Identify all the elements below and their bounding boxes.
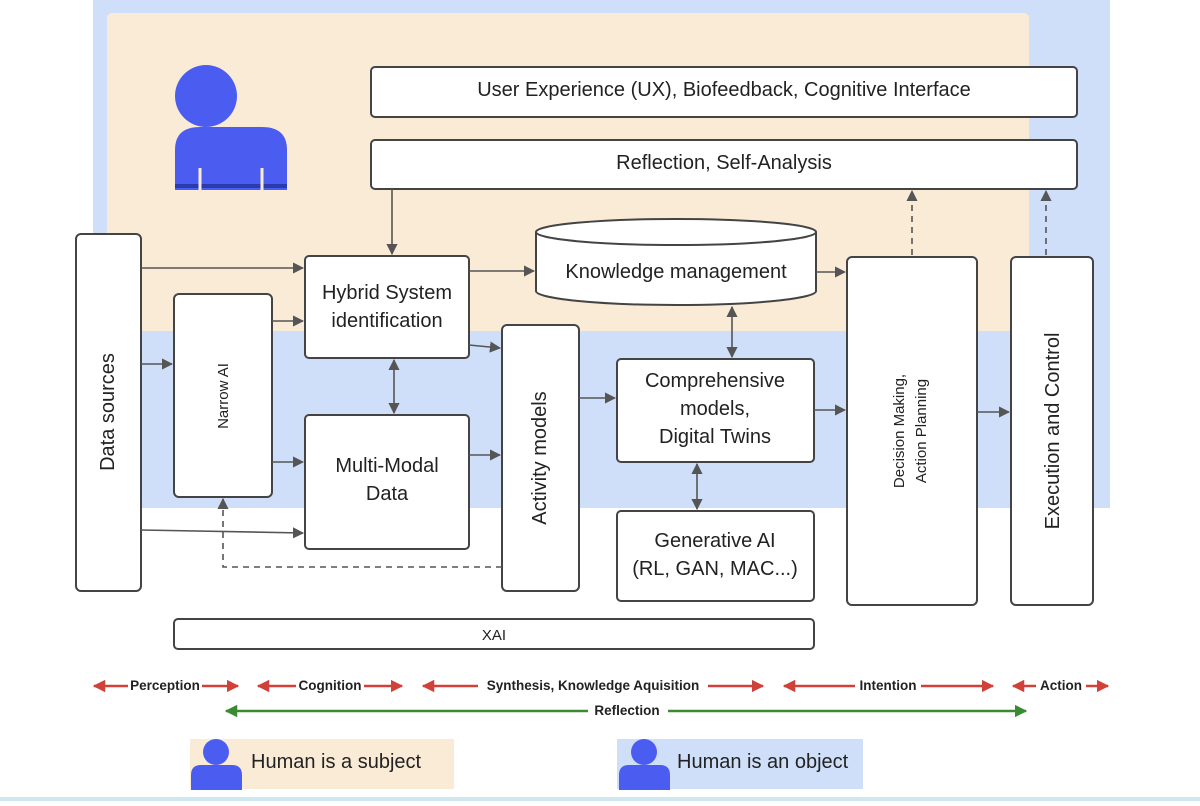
multimodal-label-line1: Multi-Modal xyxy=(335,455,438,477)
hybrid-label-line2: identification xyxy=(331,310,442,332)
connectors xyxy=(140,189,1052,568)
stage-label-perception: Perception xyxy=(130,678,200,693)
stage-label-reflection: Reflection xyxy=(594,703,659,718)
bottom-accent-line xyxy=(0,797,1200,801)
execution-label: Execution and Control xyxy=(1042,333,1064,530)
arrow-datasources-to-multimodal xyxy=(140,527,305,539)
decision-label-line1: Decision Making, xyxy=(891,374,908,488)
data-sources-label: Data sources xyxy=(97,353,119,471)
execution-control-box: Execution and Control xyxy=(1010,256,1094,606)
hybrid-label-line1: Hybrid System xyxy=(322,282,452,304)
data-sources-box: Data sources xyxy=(75,233,142,592)
comprehensive-label-line1: Comprehensive xyxy=(645,370,785,392)
generative-ai-box: Generative AI (RL, GAN, MAC...) xyxy=(616,510,815,602)
decision-making-box: Decision Making, Action Planning xyxy=(846,256,978,606)
activity-models-box: Activity models xyxy=(501,324,580,592)
stage-arrows: Perception Cognition Synthesis, Knowledg… xyxy=(92,678,1110,719)
human-subject-icon xyxy=(175,65,287,190)
legend-subject: Human is a subject xyxy=(190,739,454,790)
multimodal-label-line2: Data xyxy=(366,483,409,505)
legend-object: Human is an object xyxy=(617,739,863,790)
hybrid-system-box: Hybrid System identification xyxy=(304,255,470,359)
decision-label-line2: Action Planning xyxy=(913,379,930,483)
reflection-box-label: Reflection, Self-Analysis xyxy=(616,152,832,174)
legend-object-human-icon xyxy=(619,739,670,790)
legend-subject-label: Human is a subject xyxy=(251,751,422,773)
generative-label-line2: (RL, GAN, MAC...) xyxy=(632,558,798,580)
narrow-ai-box: Narrow AI xyxy=(173,293,273,498)
arrow-hybrid-to-activity xyxy=(468,341,502,353)
stage-label-action: Action xyxy=(1040,678,1082,693)
legend-subject-human-icon xyxy=(191,739,242,790)
stage-label-synthesis: Synthesis, Knowledge Aquisition xyxy=(487,678,700,693)
stage-label-intention: Intention xyxy=(860,678,917,693)
generative-label-line1: Generative AI xyxy=(654,530,775,552)
ux-label: User Experience (UX), Biofeedback, Cogni… xyxy=(477,79,971,101)
comprehensive-label-line3: Digital Twins xyxy=(659,426,771,448)
xai-label: XAI xyxy=(482,627,506,644)
comprehensive-label-line2: models, xyxy=(680,398,750,420)
knowledge-label: Knowledge management xyxy=(565,261,787,283)
xai-box: XAI xyxy=(173,618,815,650)
comprehensive-models-box: Comprehensive models, Digital Twins xyxy=(616,358,815,463)
knowledge-management-cylinder: Knowledge management xyxy=(535,218,817,306)
dashed-arrow-activity-to-narrowai xyxy=(217,497,502,568)
multimodal-data-box: Multi-Modal Data xyxy=(304,414,470,550)
narrow-ai-label: Narrow AI xyxy=(215,363,232,429)
activity-models-label: Activity models xyxy=(529,391,551,524)
legend-object-label: Human is an object xyxy=(677,751,849,773)
stage-label-cognition: Cognition xyxy=(299,678,362,693)
reflection-self-analysis-box: Reflection, Self-Analysis xyxy=(370,139,1078,190)
ux-box: User Experience (UX), Biofeedback, Cogni… xyxy=(370,66,1078,118)
